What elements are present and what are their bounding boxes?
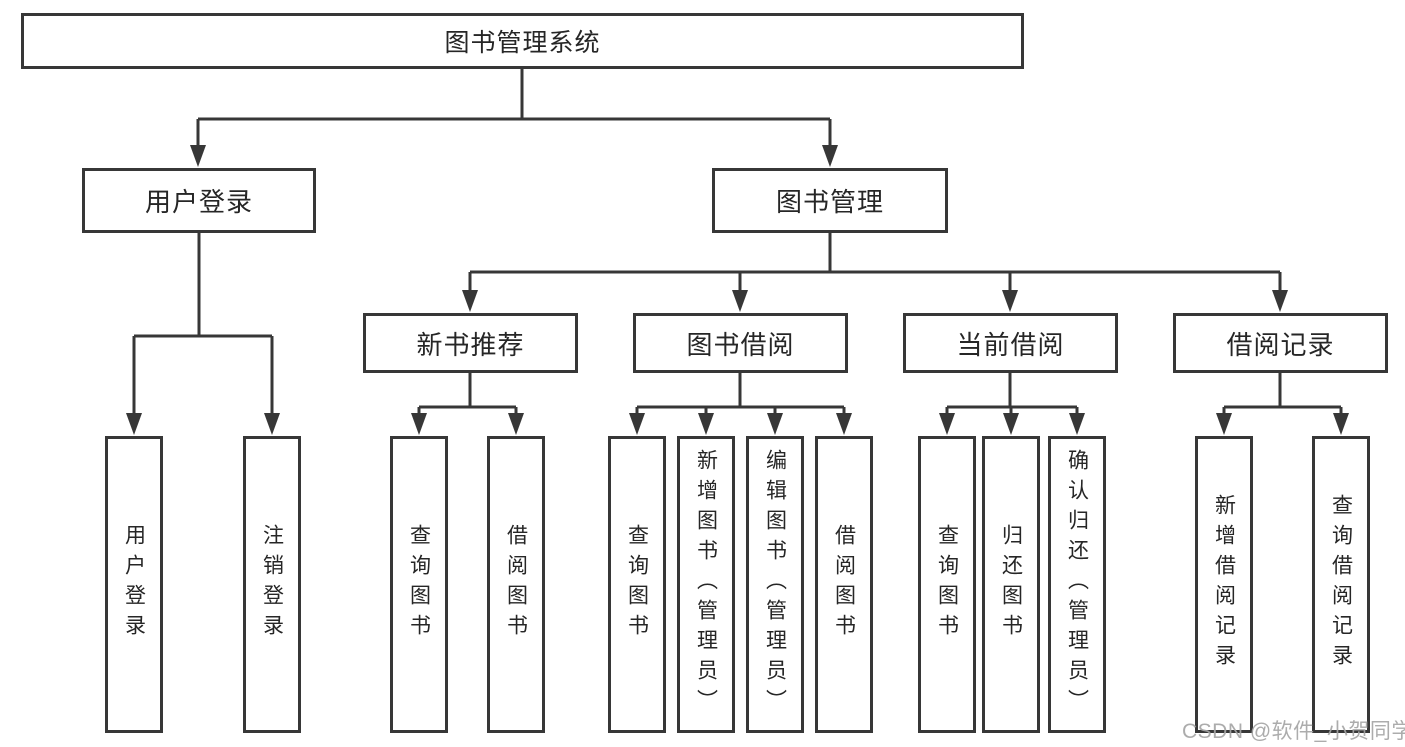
leaf-label: 查询借阅记录 <box>1329 494 1353 675</box>
node-user-login: 用户登录 <box>82 168 316 233</box>
node-label: 当前借阅 <box>956 329 1065 360</box>
node-label: 用户登录 <box>144 187 253 217</box>
leaf-label: 注销登录 <box>260 524 284 645</box>
leaf-logout: 注销登录 <box>243 436 301 733</box>
leaf-current-query-book: 查询图书 <box>918 436 976 733</box>
leaf-recommend-query-book: 查询图书 <box>390 436 448 733</box>
node-new-book-recommend: 新书推荐 <box>363 313 578 373</box>
node-label: 新书推荐 <box>416 329 525 360</box>
leaf-record-query: 查询借阅记录 <box>1312 436 1370 733</box>
watermark: CSDN @软件_小贺同学 <box>1182 720 1405 743</box>
leaf-record-add: 新增借阅记录 <box>1195 436 1253 733</box>
leaf-label: 借阅图书 <box>504 524 528 645</box>
node-library-management-system: 图书管理系统 <box>21 13 1024 69</box>
leaf-label: 编辑图书（管理员） <box>763 449 787 720</box>
leaf-label: 新增借阅记录 <box>1212 494 1236 675</box>
leaf-label: 确认归还（管理员） <box>1065 449 1089 720</box>
leaf-borrow-borrow-book: 借阅图书 <box>815 436 873 733</box>
leaf-label: 查询图书 <box>407 524 431 645</box>
leaf-label: 查询图书 <box>935 524 959 645</box>
node-borrow-records: 借阅记录 <box>1173 313 1388 373</box>
node-label: 图书管理 <box>775 187 884 217</box>
leaf-recommend-borrow-book: 借阅图书 <box>487 436 545 733</box>
leaf-borrow-query-book: 查询图书 <box>608 436 666 733</box>
leaf-label: 新增图书（管理员） <box>694 449 718 720</box>
leaf-current-confirm-return-admin: 确认归还（管理员） <box>1048 436 1106 733</box>
node-label: 图书管理系统 <box>444 29 601 57</box>
leaf-user-login: 用户登录 <box>105 436 163 733</box>
node-book-management: 图书管理 <box>712 168 948 233</box>
leaf-label: 查询图书 <box>625 524 649 645</box>
node-label: 借阅记录 <box>1226 329 1335 360</box>
leaf-label: 借阅图书 <box>832 524 856 645</box>
node-label: 图书借阅 <box>686 329 795 360</box>
leaf-current-return-book: 归还图书 <box>982 436 1040 733</box>
leaf-label: 用户登录 <box>122 524 146 645</box>
leaf-borrow-edit-book-admin: 编辑图书（管理员） <box>746 436 804 733</box>
leaf-label: 归还图书 <box>999 524 1023 645</box>
leaf-borrow-add-book-admin: 新增图书（管理员） <box>677 436 735 733</box>
node-book-borrow: 图书借阅 <box>633 313 848 373</box>
node-current-borrow: 当前借阅 <box>903 313 1118 373</box>
